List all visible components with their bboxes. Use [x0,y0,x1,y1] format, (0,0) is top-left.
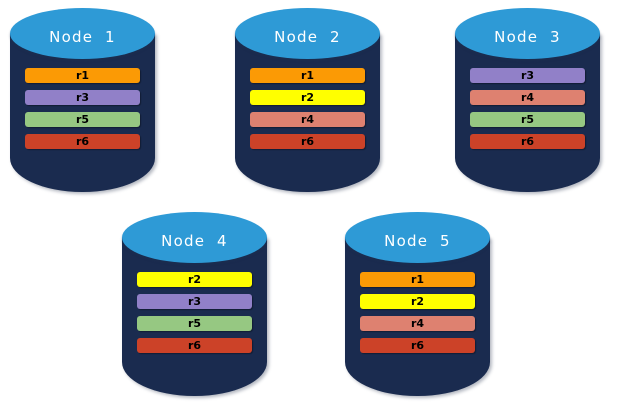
replica-list: r2 r3 r5 r6 [137,272,252,360]
node-cylinder-top [455,8,600,59]
replica-bar[interactable]: r3 [137,294,252,309]
database-node[interactable]: Node 5 r1 r2 r4 r6 [345,212,490,396]
replica-bar[interactable]: r5 [25,112,140,127]
replica-bar[interactable]: r5 [137,316,252,331]
node-label: Node 3 [494,28,561,46]
replica-bar[interactable]: r6 [137,338,252,353]
database-node[interactable]: Node 2 r1 r2 r4 r6 [235,8,380,192]
replica-bar[interactable]: r1 [360,272,475,287]
replica-bar[interactable]: r1 [250,68,365,83]
replica-bar[interactable]: r2 [250,90,365,105]
replica-list: r1 r2 r4 r6 [360,272,475,360]
node-label: Node 5 [384,232,451,250]
replica-list: r1 r3 r5 r6 [25,68,140,156]
replica-bar[interactable]: r6 [360,338,475,353]
node-label: Node 4 [161,232,228,250]
replica-bar[interactable]: r1 [25,68,140,83]
replica-bar[interactable]: r6 [470,134,585,149]
replica-bar[interactable]: r3 [25,90,140,105]
node-cylinder-top [235,8,380,59]
replica-bar[interactable]: r6 [250,134,365,149]
node-label: Node 2 [274,28,341,46]
replica-bar[interactable]: r4 [250,112,365,127]
replica-bar[interactable]: r3 [470,68,585,83]
database-node[interactable]: Node 3 r3 r4 r5 r6 [455,8,600,192]
node-label: Node 1 [49,28,116,46]
replica-bar[interactable]: r2 [360,294,475,309]
replica-bar[interactable]: r4 [470,90,585,105]
replica-bar[interactable]: r4 [360,316,475,331]
node-cylinder-top [122,212,267,263]
node-cylinder-top [345,212,490,263]
node-cylinder-top [10,8,155,59]
replica-bar[interactable]: r5 [470,112,585,127]
replica-bar[interactable]: r2 [137,272,252,287]
database-node[interactable]: Node 4 r2 r3 r5 r6 [122,212,267,396]
replica-list: r1 r2 r4 r6 [250,68,365,156]
replica-bar[interactable]: r6 [25,134,140,149]
replica-list: r3 r4 r5 r6 [470,68,585,156]
database-node[interactable]: Node 1 r1 r3 r5 r6 [10,8,155,192]
